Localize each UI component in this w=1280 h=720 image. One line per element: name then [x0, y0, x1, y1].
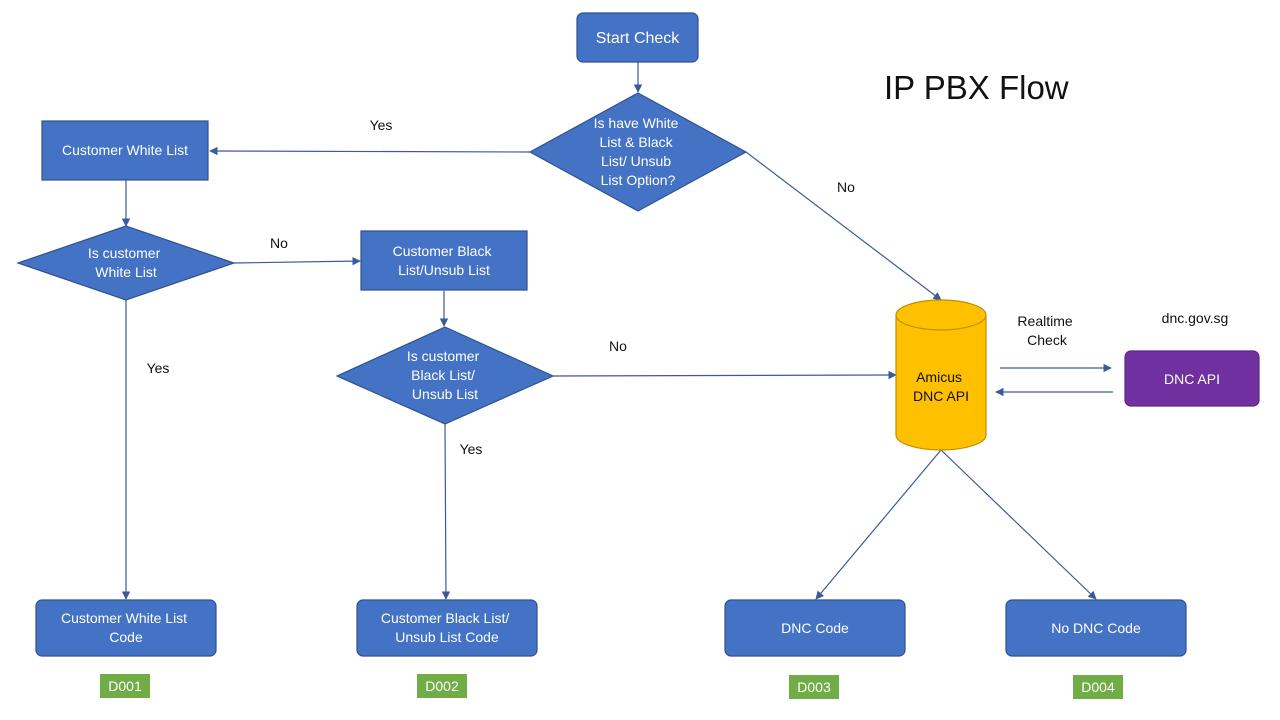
svg-text:D001: D001: [108, 678, 142, 694]
white-list-decision-node: Is customer White List: [16, 225, 236, 301]
dnc-code-node: DNC Code: [724, 599, 906, 657]
dnc-code-label: DNC Code: [781, 620, 849, 636]
white-list-decision-label: Is customer White List: [88, 245, 164, 280]
edge-label-option-yes: Yes: [370, 117, 393, 133]
code-tag-d001: D001: [100, 674, 150, 698]
amicus-dnc-api-label: Amicus DNC API: [913, 369, 969, 404]
edge-label-option-no: No: [837, 179, 855, 195]
white-list-code-node: Customer White List Code: [35, 599, 217, 657]
edge-black-yes: [441, 423, 451, 600]
code-tag-d004: D004: [1073, 675, 1123, 699]
customer-black-list-label: Customer Black List/Unsub List: [393, 243, 496, 278]
code-tag-d003: D003: [789, 675, 839, 699]
code-tag-d002: D002: [417, 674, 467, 698]
option-decision-label: Is have White List & Black List/ Unsub L…: [594, 115, 683, 188]
no-dnc-code-label: No DNC Code: [1051, 620, 1141, 636]
black-list-decision-node: Is customer Black List/ Unsub List: [335, 326, 555, 425]
edge-black-no: [552, 370, 897, 380]
no-dnc-code-node: No DNC Code: [1005, 599, 1187, 657]
edge-label-black-no: No: [609, 338, 627, 354]
realtime-check-label: Realtime Check: [1017, 313, 1076, 348]
edge-option-yes: [209, 146, 531, 156]
edge-label-black-yes: Yes: [460, 441, 483, 457]
black-list-decision-label: Is customer Black List/ Unsub List: [407, 348, 483, 402]
amicus-dnc-api-cylinder: Amicus DNC API: [895, 299, 987, 451]
dnc-api-label: DNC API: [1164, 371, 1220, 387]
svg-text:D002: D002: [425, 678, 459, 694]
diagram-title: IP PBX Flow: [884, 69, 1069, 106]
edge-label-white-yes: Yes: [147, 360, 170, 376]
black-list-code-node: Customer Black List/ Unsub List Code: [356, 599, 538, 657]
edge-amicus-to-no-dnc: [940, 449, 1097, 600]
customer-white-list-node: Customer White List: [41, 120, 209, 181]
svg-text:D004: D004: [1081, 679, 1115, 695]
dnc-domain-label: dnc.gov.sg: [1162, 310, 1229, 326]
edge-label-white-no: No: [270, 235, 288, 251]
customer-black-list-node: Customer Black List/Unsub List: [360, 230, 528, 291]
white-list-code-label: Customer White List Code: [61, 610, 191, 645]
black-list-code-label: Customer Black List/ Unsub List Code: [381, 610, 513, 645]
start-check-node: Start Check: [576, 12, 699, 63]
edge-option-no: [745, 151, 942, 301]
start-check-label: Start Check: [596, 30, 681, 47]
edge-white-no: [233, 256, 361, 266]
customer-white-list-label: Customer White List: [62, 142, 188, 158]
edge-amicus-to-dnc: [815, 449, 942, 600]
dnc-api-node: DNC API: [1124, 350, 1260, 407]
option-decision-node: Is have White List & Black List/ Unsub L…: [528, 92, 748, 212]
svg-text:D003: D003: [797, 679, 831, 695]
